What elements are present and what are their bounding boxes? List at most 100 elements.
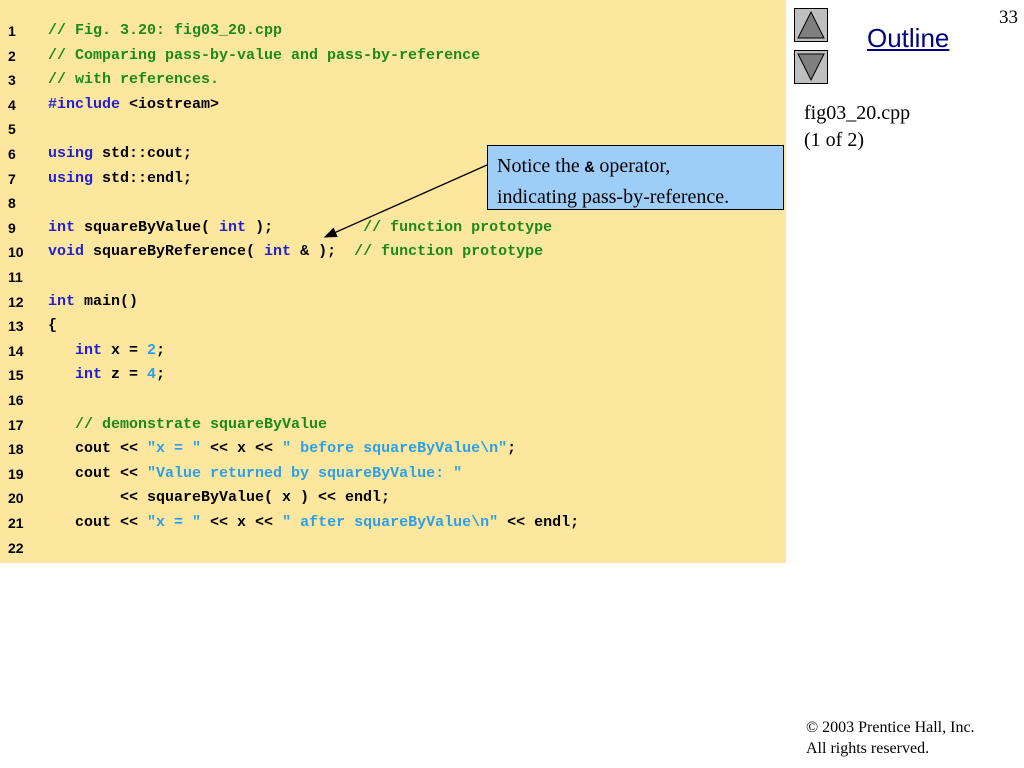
line-number: 18	[8, 441, 24, 458]
code-token-plain: << x <<	[201, 440, 283, 458]
line-number: 11	[8, 269, 23, 285]
line-number: 1	[8, 23, 16, 39]
previous-slide-button[interactable]	[794, 8, 828, 42]
code-token-string: "Value returned by squareByValue: "	[147, 464, 463, 482]
rights-line: All rights reserved.	[806, 740, 930, 757]
line-code: cout << "Value returned by squareByValue…	[48, 462, 462, 486]
line-number: 14	[8, 342, 24, 359]
code-token-keyword: int	[75, 341, 103, 359]
line-number: 5	[8, 121, 16, 138]
code-line: 18 cout << "x = " << x << " before squar…	[0, 437, 786, 461]
file-info: fig03_20.cpp (1 of 2)	[804, 100, 910, 154]
line-number: 12	[8, 293, 24, 310]
code-token-plain: cout <<	[48, 514, 148, 531]
line-number: 3	[8, 72, 16, 89]
code-token-comment: // Fig. 3.20: fig03_20.cpp	[48, 22, 283, 39]
code-token-plain: <iostream>	[120, 95, 220, 113]
code-line: 22	[0, 536, 786, 560]
line-code: #include <iostream>	[48, 93, 219, 117]
code-token-plain	[48, 342, 75, 359]
code-line: 14 int x = 2;	[0, 339, 786, 363]
line-code: // demonstrate squareByValue	[48, 413, 327, 437]
next-slide-button[interactable]	[794, 50, 828, 84]
line-number: 17	[8, 416, 24, 433]
code-line: 21 cout << "x = " << x << " after square…	[0, 511, 786, 535]
line-number: 2	[8, 47, 16, 64]
code-token-plain: ;	[156, 341, 166, 359]
code-line: 3 // with references.	[0, 68, 786, 92]
code-line: 12 int main()	[0, 290, 786, 314]
line-number: 21	[8, 515, 24, 531]
code-line: 9 int squareByValue( int ); // function p…	[0, 216, 786, 240]
code-token-comment: // function prototype	[363, 218, 553, 236]
line-number: 6	[8, 146, 16, 162]
copyright-line: © 2003 Prentice Hall, Inc.	[806, 719, 975, 736]
code-token-plain: ;	[507, 440, 517, 458]
line-code: << squareByValue( x ) << endl;	[48, 486, 390, 510]
line-code: int z = 4;	[48, 363, 165, 387]
code-token-keyword: #include	[48, 95, 121, 113]
code-token-plain	[48, 366, 75, 383]
code-listing-panel: 1 // Fig. 3.20: fig03_20.cpp 2 // Comparing…	[0, 0, 786, 563]
line-code: // Comparing pass-by-value and pass-by-r…	[48, 44, 480, 68]
file-part: (1 of 2)	[804, 129, 864, 151]
code-line: 2 // Comparing pass-by-value and pass-by-…	[0, 44, 786, 68]
line-number: 8	[8, 195, 16, 212]
code-token-plain: z =	[102, 366, 148, 384]
code-token-plain: << x <<	[201, 514, 283, 531]
callout-symbol: &	[584, 159, 595, 177]
code-token-keyword: int	[48, 292, 76, 310]
page-number: 33	[999, 7, 1018, 28]
line-code: cout << "x = " << x << " before squareBy…	[48, 437, 516, 461]
callout-line2: indicating pass-by-reference.	[497, 186, 730, 208]
line-number: 22	[8, 539, 24, 556]
code-token-keyword: void	[48, 243, 85, 261]
line-code: using std::endl;	[48, 167, 192, 191]
line-number: 13	[8, 318, 24, 335]
code-token-plain: std::endl;	[93, 169, 193, 187]
code-token-comment: // demonstrate squareByValue	[75, 415, 328, 433]
code-line: 15 int z = 4;	[0, 363, 786, 387]
code-token-keyword: int	[48, 218, 76, 236]
code-line: 19 cout << "Value returned by squareByVa…	[0, 462, 786, 486]
line-number: 15	[8, 367, 24, 384]
code-token-plain: {	[48, 317, 58, 335]
code-token-keyword: int	[75, 366, 103, 384]
code-token-plain: std::cout;	[93, 145, 193, 162]
code-token-keyword: int	[264, 243, 292, 261]
code-token-keyword: using	[48, 145, 94, 162]
code-token-plain: << squareByValue( x ) << endl;	[48, 489, 391, 507]
code-token-plain: << endl;	[498, 514, 580, 531]
code-token-string: " before squareByValue\n"	[282, 440, 508, 458]
code-line: 17 // demonstrate squareByValue	[0, 413, 786, 437]
line-code: // Fig. 3.20: fig03_20.cpp	[48, 19, 282, 43]
code-token-comment: // Comparing pass-by-value and pass-by-r…	[48, 46, 481, 64]
line-number: 9	[8, 219, 16, 236]
code-token-string: "x = "	[147, 440, 202, 458]
line-code: int main()	[48, 290, 138, 314]
code-line: 1 // Fig. 3.20: fig03_20.cpp	[0, 19, 786, 43]
line-code: // with references.	[48, 68, 219, 92]
code-token-string: " after squareByValue\n"	[282, 514, 499, 531]
code-line: 13 {	[0, 314, 786, 338]
callout-line1-suffix: operator,	[594, 155, 671, 177]
code-line: 8	[0, 191, 786, 215]
code-line: 11	[0, 265, 786, 289]
code-token-plain: & );	[291, 243, 355, 261]
code-token-plain: main()	[75, 292, 139, 310]
line-code: int x = 2;	[48, 339, 165, 363]
line-code: using std::cout;	[48, 142, 192, 166]
code-token-plain: );	[246, 218, 364, 236]
code-token-plain: squareByValue(	[75, 218, 220, 236]
line-number: 4	[8, 96, 16, 113]
code-token-plain: cout <<	[48, 464, 148, 482]
outline-link[interactable]: Outline	[867, 23, 950, 53]
code-line: 20 << squareByValue( x ) << endl;	[0, 486, 786, 510]
code-line: 16	[0, 388, 786, 412]
line-number: 16	[8, 392, 24, 408]
file-name: fig03_20.cpp	[804, 102, 911, 124]
line-code: int squareByValue( int ); // function pr…	[48, 216, 552, 240]
callout-note: Notice the & operator, indicating pass-b…	[487, 145, 784, 210]
line-code: void squareByReference( int & ); // func…	[48, 240, 543, 264]
